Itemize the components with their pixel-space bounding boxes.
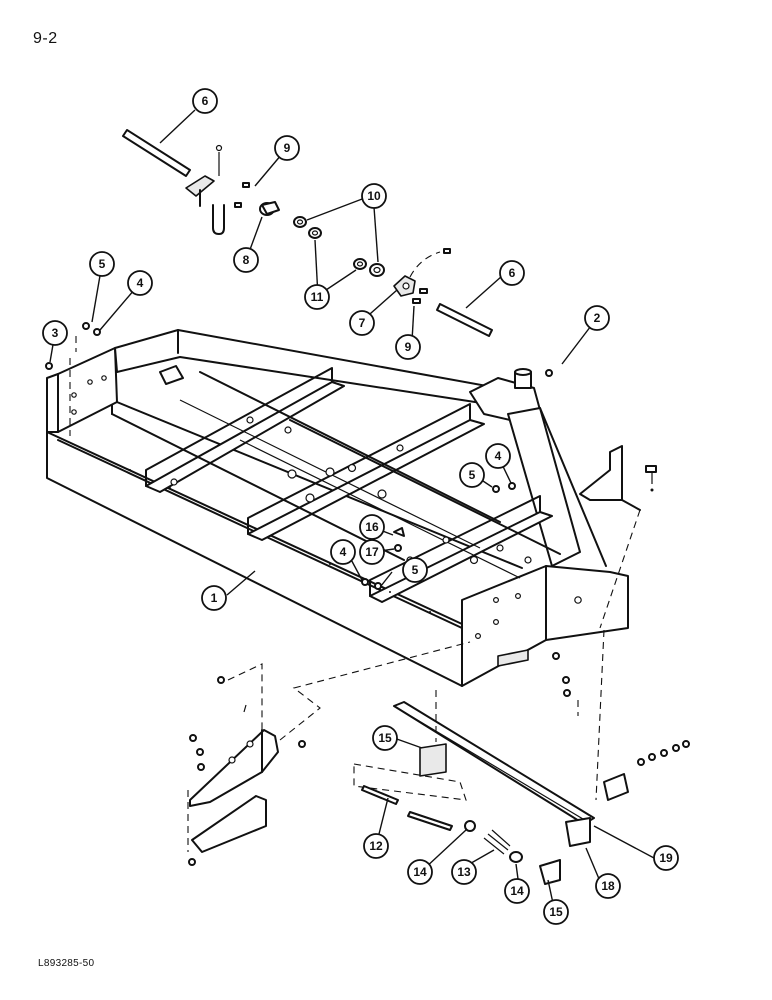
- lower-assembly: [353, 652, 690, 885]
- main-frame-1: [46, 329, 629, 687]
- callout-5b: 5: [459, 462, 485, 488]
- svg-text:7: 7: [359, 316, 366, 330]
- svg-text:16: 16: [365, 520, 379, 534]
- callout-15b: 15: [543, 899, 569, 925]
- callout-3: 3: [42, 320, 68, 346]
- callout-9a: 9: [274, 135, 300, 161]
- svg-text:4: 4: [495, 449, 502, 463]
- callout-4a: 4: [127, 270, 153, 296]
- callout-5a: 5: [89, 251, 115, 277]
- callout-6b: 6: [499, 260, 525, 286]
- svg-text:13: 13: [457, 865, 471, 879]
- svg-text:15: 15: [378, 731, 392, 745]
- svg-text:5: 5: [469, 468, 476, 482]
- svg-text:18: 18: [601, 879, 615, 893]
- washers-10-11: [293, 216, 385, 277]
- svg-text:19: 19: [659, 851, 673, 865]
- callout-18: 18: [595, 873, 621, 899]
- clevis-bracket: [185, 144, 225, 235]
- svg-text:6: 6: [509, 266, 516, 280]
- bushing-8: [259, 201, 280, 216]
- svg-text:14: 14: [413, 865, 427, 879]
- page-number: 9-2: [33, 30, 58, 47]
- callout-17: 17: [359, 539, 385, 565]
- drawing-reference-code: L893285-50: [38, 958, 95, 969]
- callout-19: 19: [653, 845, 679, 871]
- svg-text:17: 17: [365, 545, 379, 559]
- pivot-rod-upper-left: [122, 129, 191, 177]
- right-mount-bracket: [579, 445, 657, 801]
- svg-text:9: 9: [405, 340, 412, 354]
- callout-15a: 15: [372, 725, 398, 751]
- svg-text:10: 10: [367, 189, 381, 203]
- svg-text:9: 9: [284, 141, 291, 155]
- callout-1: 1: [201, 585, 227, 611]
- svg-text:4: 4: [340, 545, 347, 559]
- svg-text:4: 4: [137, 276, 144, 290]
- svg-text:15: 15: [549, 905, 563, 919]
- callout-11: 11: [304, 284, 330, 310]
- pivot-rod-right: [436, 303, 493, 337]
- callout-14a: 14: [407, 859, 433, 885]
- small-bolts-top: [234, 182, 250, 208]
- svg-text:8: 8: [243, 253, 250, 267]
- callout-9b: 9: [395, 334, 421, 360]
- callout-8: 8: [233, 247, 259, 273]
- callout-2: 2: [584, 305, 610, 331]
- callout-6a: 6: [192, 88, 218, 114]
- svg-text:5: 5: [412, 563, 419, 577]
- callout-14b: 14: [504, 878, 530, 904]
- svg-text:11: 11: [311, 290, 324, 304]
- callout-16: 16: [359, 514, 385, 540]
- callout-13: 13: [451, 859, 477, 885]
- svg-text:3: 3: [52, 326, 59, 340]
- callout-4b: 4: [485, 443, 511, 469]
- svg-text:2: 2: [594, 311, 601, 325]
- callout-5c: 5: [402, 557, 428, 583]
- callout-10: 10: [361, 183, 387, 209]
- svg-text:12: 12: [369, 839, 383, 853]
- callout-12: 12: [363, 833, 389, 859]
- svg-text:6: 6: [202, 94, 209, 108]
- lower-left-brackets: [187, 641, 471, 866]
- callout-7: 7: [349, 310, 375, 336]
- svg-text:1: 1: [211, 591, 218, 605]
- callout-4c: 4: [330, 539, 356, 565]
- svg-text:5: 5: [99, 257, 106, 271]
- svg-text:14: 14: [510, 884, 524, 898]
- hub-7: [393, 248, 451, 304]
